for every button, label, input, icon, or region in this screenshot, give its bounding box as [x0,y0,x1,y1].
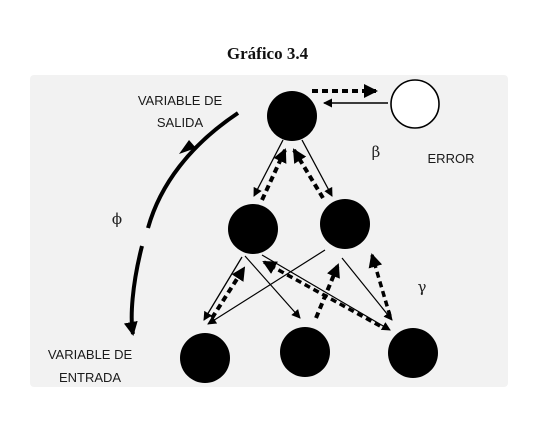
output-label-line1: VARIABLE DE [138,93,223,108]
input-node-left [180,333,230,383]
input-label-line2: ENTRADA [59,370,121,385]
phi-arc-upper [146,111,240,229]
input-node-center [280,327,330,377]
phi-arc-arrowhead-top [179,140,196,154]
output-node [267,91,317,141]
phi-arc-lower [123,245,144,336]
arrow-hidden-left-to-input-right [261,254,391,331]
error-label: ERROR [428,151,475,166]
phi-label: ϕ [112,210,122,228]
gamma-label: γ [418,278,427,296]
hidden-node-left [228,204,278,254]
error-node [390,79,440,129]
input-node-right [388,328,438,378]
arrow-output-to-hidden-right [301,139,333,197]
arrow-hidden-right-to-input-right [341,257,393,321]
arrow-input-right-to-hidden-right [368,253,392,317]
beta-label: β [372,143,381,161]
arrow-input-right-to-hidden-left [262,260,381,328]
input-label-line1: VARIABLE DE [48,347,133,362]
arrow-hidden-left-to-input-center [244,255,301,319]
arrow-hidden-right-to-input-left [207,249,326,325]
arrow-hidden-left-to-output [260,148,287,201]
output-label-line2: SALIDA [157,115,204,130]
figure-title: Gráfico 3.4 [226,44,309,63]
hidden-node-right [320,199,370,249]
